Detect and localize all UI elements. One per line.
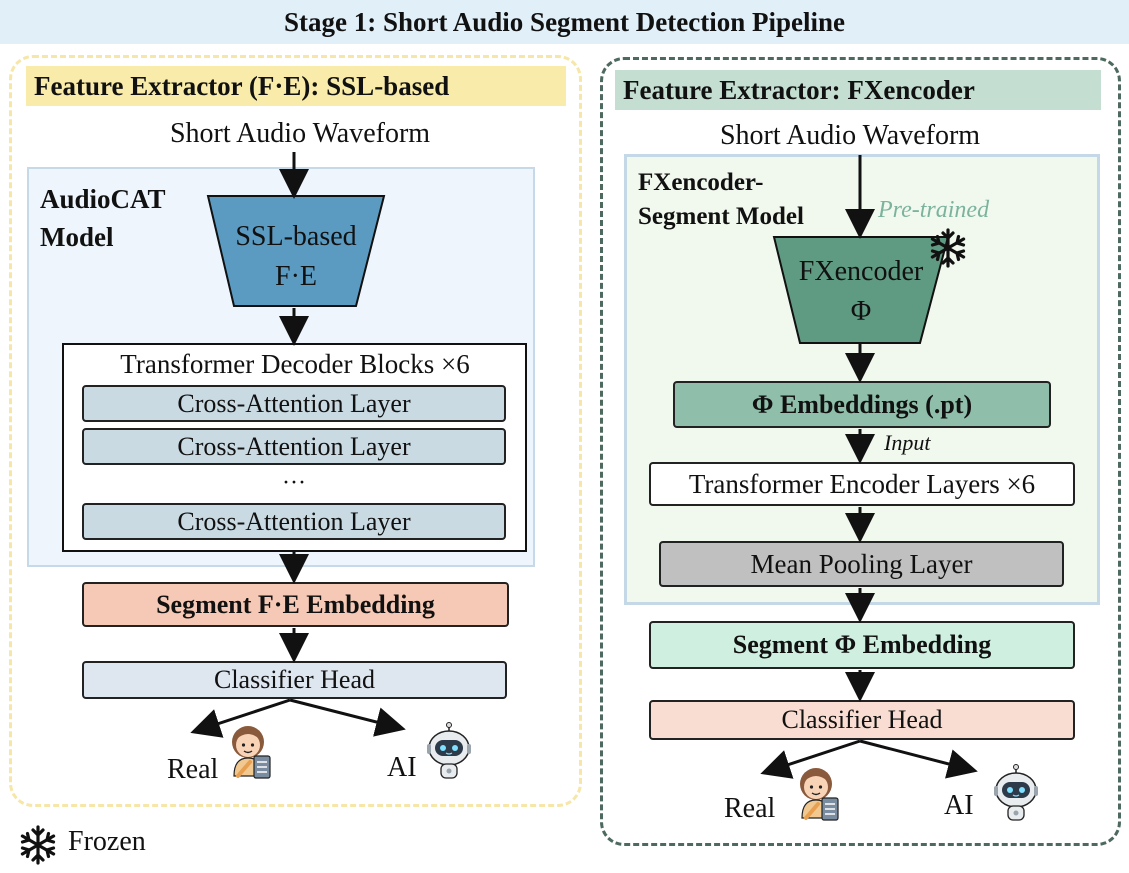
cross-attention-layer-3: Cross-Attention Layer — [82, 503, 506, 540]
fxencoder-label: FXencoder Φ — [780, 250, 942, 334]
robot-icon — [993, 763, 1039, 821]
left-arrows — [190, 152, 406, 738]
fxencoder-line2: Φ — [850, 296, 872, 327]
right-header-text: Feature Extractor: FXencoder — [623, 74, 975, 105]
audiocat-model-label: AudioCAT Model — [40, 180, 166, 256]
cross-attention-layer-1: Cross-Attention Layer — [82, 385, 506, 422]
segment-phi-embedding: Segment Φ Embedding — [649, 621, 1075, 669]
cross-attention-layer-2: Cross-Attention Layer — [82, 428, 506, 465]
fxencoder-line1: FXencoder — [798, 256, 924, 287]
right-output-ai: AI — [944, 790, 974, 821]
left-header-text: Feature Extractor (F·E): SSL-based — [34, 70, 450, 101]
right-arrows — [760, 155, 978, 779]
audiocat-label-line2: Model — [40, 222, 114, 252]
fx-label-line1: FXencoder- — [638, 169, 764, 196]
phi-embeddings: Φ Embeddings (.pt) — [673, 381, 1051, 428]
right-panel — [600, 57, 1121, 846]
left-panel — [9, 55, 582, 807]
fxencoder-trapezoid — [772, 236, 950, 344]
human-avatar-icon — [798, 766, 840, 822]
left-output-real: Real — [167, 754, 219, 785]
right-input-label: Short Audio Waveform — [719, 120, 981, 151]
left-panel-header: Feature Extractor (F·E): SSL-based — [26, 66, 566, 106]
page-title: Stage 1: Short Audio Segment Detection P… — [284, 6, 845, 37]
snowflake-icon — [20, 825, 56, 865]
title-bar: Stage 1: Short Audio Segment Detection P… — [0, 0, 1129, 44]
fx-label-line2: Segment Model — [638, 203, 804, 230]
classifier-head-left: Classifier Head — [82, 661, 507, 699]
ssl-encoder-line1: SSL-based — [235, 221, 357, 252]
human-avatar-icon — [230, 724, 272, 780]
pretrained-label: Pre-trained — [878, 197, 990, 223]
input-label: Input — [884, 430, 931, 455]
audiocat-label-line1: AudioCAT — [40, 184, 166, 214]
right-output-real: Real — [724, 793, 776, 824]
mean-pooling-layer: Mean Pooling Layer — [659, 541, 1064, 587]
ssl-encoder-line2: F·E — [275, 261, 317, 292]
decoder-title: Transformer Decoder Blocks ×6 — [120, 348, 470, 379]
fxencoder-model-label: FXencoder- Segment Model — [638, 166, 804, 234]
left-output-ai: AI — [387, 752, 417, 783]
left-input-label: Short Audio Waveform — [169, 118, 431, 149]
robot-icon — [426, 721, 472, 779]
right-panel-header: Feature Extractor: FXencoder — [615, 70, 1101, 110]
ssl-encoder-trapezoid — [206, 195, 386, 307]
layer-ellipsis: ··· — [282, 469, 306, 496]
ssl-encoder-label: SSL-based F·E — [214, 212, 378, 302]
legend-frozen-label: Frozen — [68, 826, 146, 857]
